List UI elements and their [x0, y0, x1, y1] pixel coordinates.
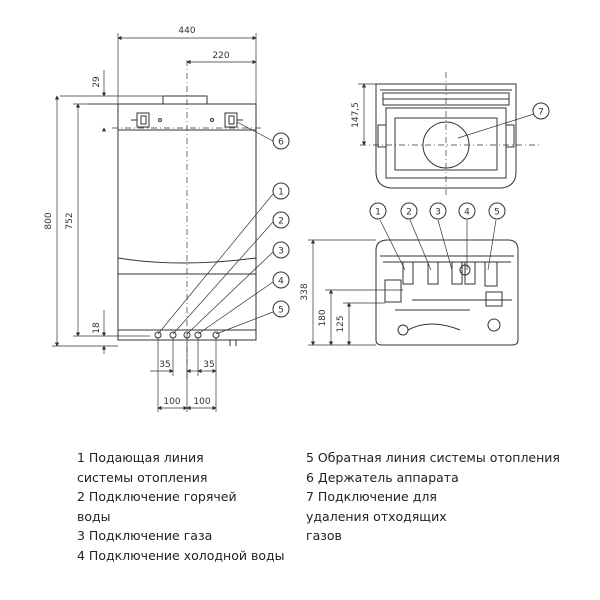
callout-circle-6 — [272, 132, 290, 150]
callout-circle-3 — [272, 241, 290, 259]
dim-label-18: 18 — [92, 322, 102, 334]
callout-label-5: 5 — [278, 306, 284, 316]
bottom-callout-label-3: 3 — [435, 208, 441, 218]
top-view-labels: 147,5 7 — [351, 102, 544, 128]
callout-circle-7 — [532, 102, 550, 120]
callout-circle-2 — [272, 211, 290, 229]
bottom-callout-circle-1 — [369, 202, 387, 220]
bottom-view-labels: 1 2 3 4 5 338 180 125 — [300, 208, 500, 333]
bottom-callout-circle-2 — [400, 202, 418, 220]
legend-right-column: 5 Обратная линия системы отопления 6 Дер… — [306, 448, 560, 546]
legend-item: 5 Обратная линия системы отопления — [306, 450, 560, 465]
callout-label-3: 3 — [278, 247, 284, 257]
dim-label-180: 180 — [318, 309, 328, 326]
callout-circle-5 — [272, 300, 290, 318]
dim-label-100-left: 100 — [163, 397, 180, 407]
legend-left-column: 1 Подающая линия системы отопления 2 Под… — [77, 448, 284, 565]
mounting-bracket-right — [224, 112, 243, 128]
bottom-callout-label-1: 1 — [375, 208, 381, 218]
dim-label-100-right: 100 — [193, 397, 210, 407]
bottom-callout-label-4: 4 — [464, 208, 470, 218]
top-flue-stub — [162, 95, 208, 105]
legend-item: 7 Подключение для — [306, 489, 437, 504]
dim-label-440: 440 — [178, 26, 195, 36]
drain-circle — [487, 318, 501, 332]
legend-item: 4 Подключение холодной воды — [77, 547, 285, 563]
legend-item: 1 Подающая линия — [77, 450, 204, 465]
dim-label-35-right: 35 — [203, 360, 214, 370]
front-view — [52, 33, 290, 412]
mounting-bracket-left — [131, 112, 150, 128]
legend-item: 6 Держатель аппарата — [306, 469, 459, 485]
callout-label-1: 1 — [278, 188, 284, 198]
dim-label-29: 29 — [92, 76, 102, 88]
callout-label-6: 6 — [278, 138, 284, 148]
callout-label-7: 7 — [538, 108, 544, 118]
bottom-view — [308, 202, 519, 346]
top-view — [358, 72, 550, 196]
legend-item: 3 Подключение газа — [77, 528, 213, 543]
bottom-callout-label-2: 2 — [406, 208, 412, 218]
dim-label-220: 220 — [212, 51, 229, 61]
bottom-view-outline — [375, 239, 519, 346]
callout-label-2: 2 — [278, 217, 284, 227]
top-view-outline — [375, 83, 517, 189]
callout-circle-4 — [272, 271, 290, 289]
legend-item: газов — [306, 528, 342, 543]
legend-item: 2 Подключение горячей — [77, 489, 237, 504]
bottom-callout-circle-5 — [488, 202, 506, 220]
dim-label-752: 752 — [65, 212, 75, 229]
legend-item: воды — [77, 508, 111, 524]
callout-label-4: 4 — [278, 277, 284, 287]
dim-label-125: 125 — [336, 315, 346, 332]
legend-item: системы отопления — [77, 469, 208, 485]
dim-label-338: 338 — [300, 283, 310, 300]
dim-label-35-left: 35 — [159, 360, 170, 370]
dim-label-147-5: 147,5 — [351, 102, 361, 128]
callout-circle-1 — [272, 182, 290, 200]
legend-item: удаления отходящих — [306, 508, 447, 524]
bottom-callout-circle-4 — [458, 202, 476, 220]
front-view-labels: 440 220 29 800 752 18 35 35 100 100 1 2 … — [44, 26, 284, 407]
bottom-callout-circle-3 — [429, 202, 447, 220]
dim-label-800: 800 — [44, 212, 54, 229]
bottom-callout-label-5: 5 — [494, 208, 500, 218]
